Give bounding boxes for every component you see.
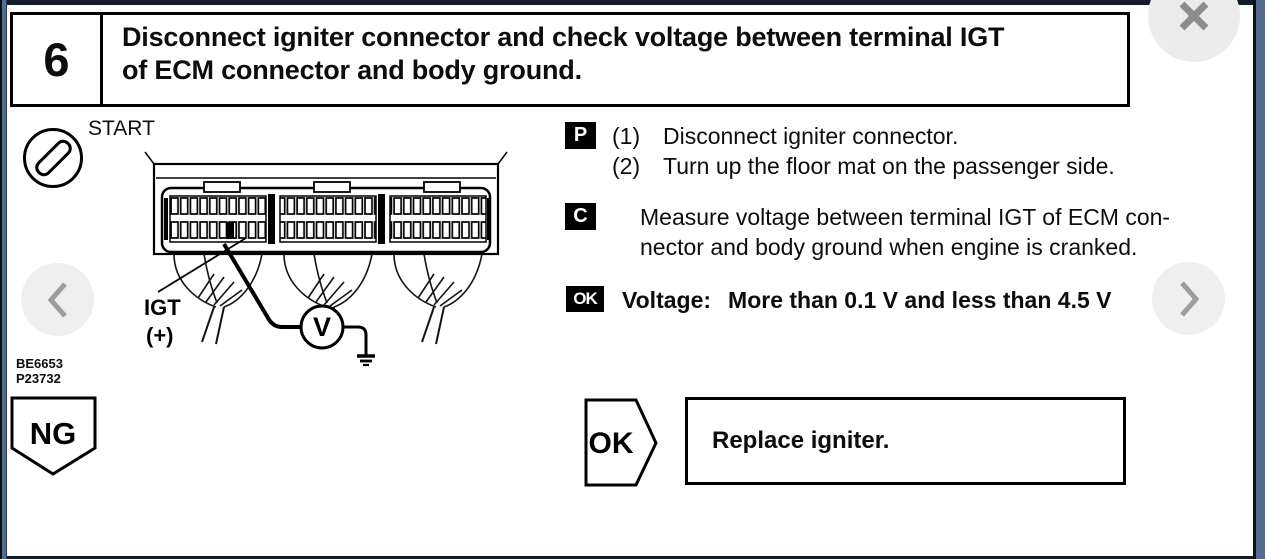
key-slot-shape [31, 136, 75, 180]
ng-branch-shape: NG [10, 396, 97, 476]
check-badge: C [565, 203, 596, 230]
ok-branch-shape: OK [584, 398, 658, 487]
start-label: START [88, 117, 155, 140]
figure-code-1: BE6653 [16, 356, 63, 371]
result-box: Replace igniter. [685, 397, 1126, 485]
spec-label: Voltage: [622, 287, 712, 313]
step-header: 6 Disconnect igniter connector and check… [10, 12, 1130, 107]
result-text: Replace igniter. [712, 427, 890, 454]
next-page-button[interactable] [1152, 262, 1225, 335]
check-line-1: Measure voltage between terminal IGT of … [640, 204, 1171, 230]
frame-left-edge [0, 0, 2, 559]
prepare-step-1: (1) Disconnect igniter connector. [612, 121, 958, 151]
step-title: Disconnect igniter connector and check v… [103, 15, 1012, 104]
pin-group [169, 195, 267, 243]
x-icon [1179, 1, 1209, 31]
frame-left-line [6, 0, 7, 559]
wire-bundle [173, 253, 263, 345]
pin-group [389, 195, 487, 243]
ng-label: NG [30, 416, 77, 451]
voltmeter-label: V [313, 312, 331, 342]
wire-bundle [393, 253, 483, 345]
prepare-step-2: (2) Turn up the floor mat on the passeng… [612, 151, 1115, 181]
ok-label: OK [589, 427, 634, 460]
spec-value: More than 0.1 V and less than 4.5 V [728, 287, 1112, 313]
chevron-left-icon [47, 281, 67, 318]
prepare-badge: P [565, 122, 596, 149]
chevron-right-icon [1179, 280, 1199, 317]
step-text: Disconnect igniter connector. [663, 123, 959, 149]
ecm-connector-illustration: V IGT (+) [144, 151, 508, 367]
step-number: 6 [13, 15, 103, 104]
frame-left-strip [2, 0, 6, 559]
frame-right-edge [1253, 0, 1256, 559]
step-text: Turn up the floor mat on the passenger s… [663, 153, 1115, 179]
pin-group [279, 195, 377, 243]
check-line-2: nector and body ground when engine is cr… [640, 234, 1138, 260]
figure-codes: BE6653 P23732 [16, 356, 63, 386]
terminal-polarity: (+) [146, 323, 174, 348]
step-no: (2) [612, 153, 641, 179]
ok-badge: OK [566, 286, 604, 312]
step-no: (1) [612, 123, 641, 149]
probe-wire [222, 242, 300, 329]
prev-page-button[interactable] [21, 263, 94, 336]
frame-top [0, 0, 1265, 5]
ignition-key-icon [23, 128, 83, 188]
check-instruction: Measure voltage between terminal IGT of … [640, 202, 1170, 262]
frame-bottom [0, 556, 1265, 559]
step-title-line-2: of ECM connector and body ground. [122, 55, 582, 85]
ground-wire [343, 325, 368, 356]
close-button[interactable] [1148, 0, 1240, 62]
igt-pin [226, 222, 234, 239]
figure-code-2: P23732 [16, 371, 61, 386]
igt-leader-line [157, 237, 247, 293]
step-title-line-1: Disconnect igniter connector and check v… [122, 22, 1005, 52]
ok-specification: Voltage: More than 0.1 V and less than 4… [622, 285, 1111, 315]
ground-icon [357, 354, 375, 367]
terminal-label: IGT [144, 295, 181, 320]
frame-right-strip [1256, 0, 1265, 559]
